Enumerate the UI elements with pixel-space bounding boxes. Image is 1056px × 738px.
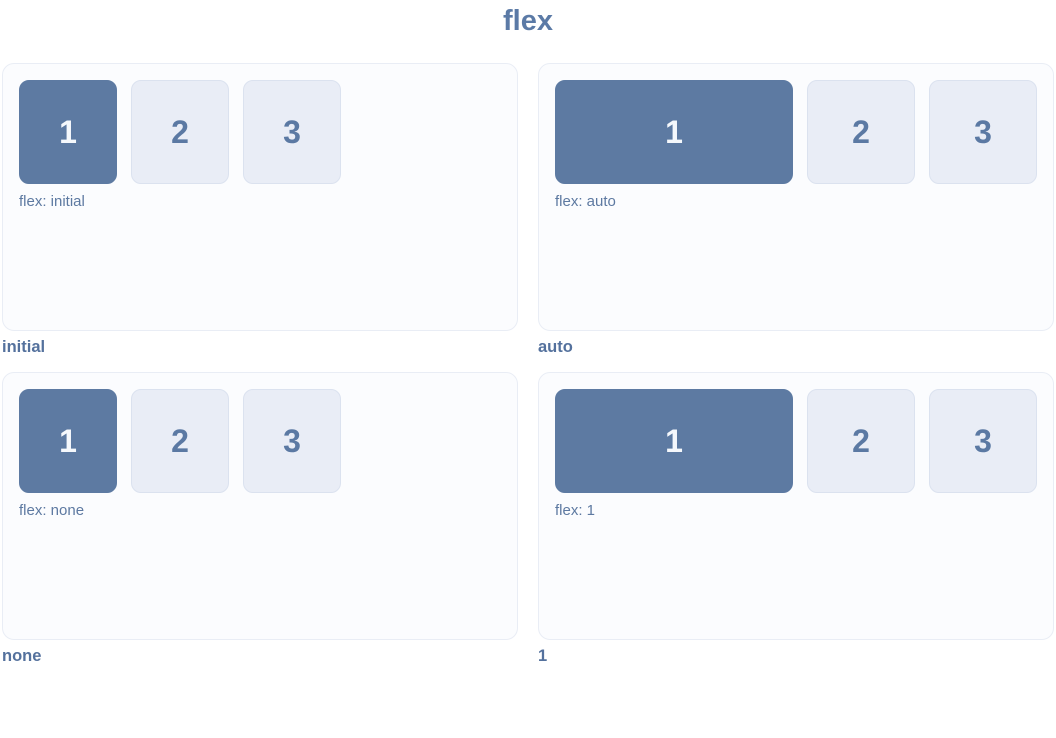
css-value-label: flex: none	[19, 502, 85, 519]
flex-item-box-2: 2	[807, 80, 915, 184]
demo-panel-none: 1 2 3 flex: none	[2, 372, 518, 640]
panel-caption-initial: initial	[2, 338, 46, 356]
flex-item-box-1: 1	[19, 389, 117, 493]
demo-panel-initial: 1 2 3 flex: initial	[2, 63, 518, 331]
box-row: 1 2 3	[555, 80, 1037, 184]
demo-grid: 1 2 3 flex: initial initial 1 2 3 flex: …	[2, 63, 1054, 666]
page-title: flex	[503, 5, 553, 37]
flex-item-box-1: 1	[555, 389, 793, 493]
box-row: 1 2 3	[19, 80, 501, 184]
flex-item-box-3: 3	[243, 389, 341, 493]
demo-cell-1: 1 2 3 flex: 1 1	[538, 372, 1054, 666]
panel-caption-none: none	[2, 647, 42, 665]
demo-panel-auto: 1 2 3 flex: auto	[538, 63, 1054, 331]
demo-cell-auto: 1 2 3 flex: auto auto	[538, 63, 1054, 357]
flex-item-box-1: 1	[555, 80, 793, 184]
demo-panel-1: 1 2 3 flex: 1	[538, 372, 1054, 640]
box-row: 1 2 3	[19, 389, 501, 493]
flex-item-box-3: 3	[929, 80, 1037, 184]
css-value-label: flex: 1	[555, 502, 596, 519]
flex-item-box-2: 2	[131, 80, 229, 184]
panel-caption-1: 1	[538, 647, 548, 665]
flex-item-box-3: 3	[929, 389, 1037, 493]
box-row: 1 2 3	[555, 389, 1037, 493]
flex-item-box-2: 2	[807, 389, 915, 493]
demo-cell-initial: 1 2 3 flex: initial initial	[2, 63, 518, 357]
flex-item-box-1: 1	[19, 80, 117, 184]
demo-cell-none: 1 2 3 flex: none none	[2, 372, 518, 666]
css-value-label: flex: auto	[555, 193, 616, 210]
flex-demo-page: flex 1 2 3 flex: initial initial 1 2 3	[0, 5, 1056, 666]
flex-item-box-3: 3	[243, 80, 341, 184]
css-value-label: flex: initial	[19, 193, 85, 210]
panel-caption-auto: auto	[538, 338, 573, 356]
flex-item-box-2: 2	[131, 389, 229, 493]
